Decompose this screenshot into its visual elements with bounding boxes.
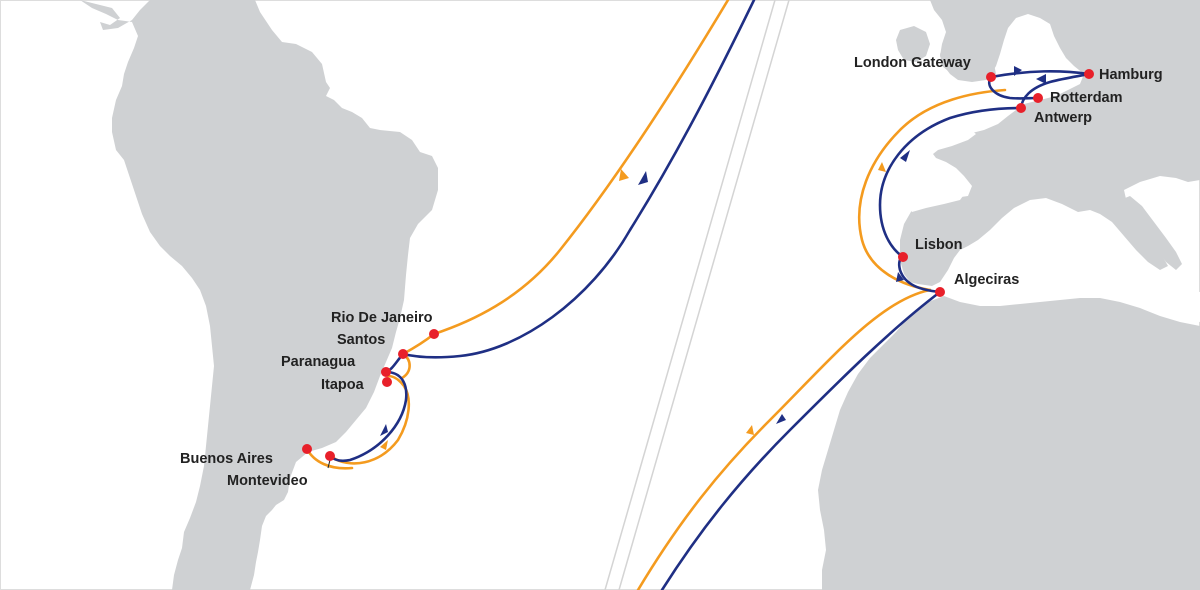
arrow-orange-africa — [746, 425, 754, 435]
label-london-gateway: London Gateway — [854, 55, 971, 71]
arrow-orange-sa — [380, 440, 388, 450]
label-rotterdam: Rotterdam — [1050, 90, 1123, 106]
arrow-navy-biscay — [900, 150, 910, 162]
route-arrows — [380, 66, 1046, 450]
port-marker-santos[interactable] — [398, 349, 408, 359]
arrow-navy-africa — [776, 414, 786, 424]
arrow-orange-atlantic-north — [619, 169, 629, 181]
port-marker-algeciras[interactable] — [935, 287, 945, 297]
arrow-navy-lisbon — [896, 272, 904, 282]
label-algeciras: Algeciras — [954, 272, 1020, 288]
land-ireland — [896, 26, 930, 62]
label-montevideo: Montevideo — [227, 473, 308, 489]
port-marker-itapoa[interactable] — [382, 377, 392, 387]
port-marker-montevideo[interactable] — [325, 451, 335, 461]
arrow-orange-biscay — [878, 162, 886, 172]
port-marker-rotterdam[interactable] — [1033, 93, 1043, 103]
label-buenos-aires: Buenos Aires — [180, 451, 273, 467]
port-marker-paranagua[interactable] — [381, 367, 391, 377]
label-santos: Santos — [337, 332, 386, 348]
label-paranagua: Paranagua — [281, 354, 356, 370]
label-rio-de-janeiro: Rio De Janeiro — [331, 310, 433, 326]
label-antwerp: Antwerp — [1034, 110, 1092, 126]
route-navy — [328, 0, 1091, 590]
port-marker-rio-de-janeiro[interactable] — [429, 329, 439, 339]
land-italy — [1120, 196, 1182, 270]
land-british-isles — [940, 4, 996, 82]
montevideo-leader-line — [327, 459, 331, 469]
arrow-navy-channel-east — [1014, 66, 1022, 76]
land-north-africa — [818, 296, 1200, 590]
port-marker-buenos-aires[interactable] — [302, 444, 312, 454]
arrow-navy-atlantic-south — [638, 171, 648, 185]
label-lisbon: Lisbon — [915, 237, 963, 253]
land-south-america — [80, 0, 438, 590]
port-marker-london-gateway[interactable] — [986, 72, 996, 82]
route-orange — [305, 0, 1007, 590]
label-itapoa: Itapoa — [321, 377, 364, 393]
port-marker-hamburg[interactable] — [1084, 69, 1094, 79]
port-marker-lisbon[interactable] — [898, 252, 908, 262]
map-break-line-2 — [618, 0, 790, 590]
port-markers — [302, 69, 1094, 461]
label-hamburg: Hamburg — [1099, 67, 1163, 83]
arrow-navy-channel-west — [1036, 74, 1046, 84]
port-marker-antwerp[interactable] — [1016, 103, 1026, 113]
sea-bay-of-biscay — [904, 116, 976, 212]
arrow-navy-sa — [380, 424, 388, 436]
sea-mediterranean — [948, 236, 1200, 322]
map-break-line-1 — [604, 0, 776, 590]
